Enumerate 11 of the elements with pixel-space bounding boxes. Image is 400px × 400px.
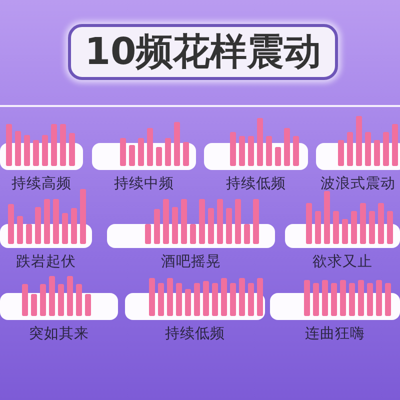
pattern-label: 跌岩起伏 <box>16 253 76 271</box>
pattern-label: 波浪式震动 <box>320 175 396 193</box>
pattern-label: 突如其来 <box>29 325 89 343</box>
pattern-label: 酒吧摇晃 <box>161 253 221 271</box>
pattern-label: 持续高频 <box>12 175 72 193</box>
title: 10频花样震动 <box>68 24 338 80</box>
pattern-label: 连曲狂嗨 <box>305 325 365 343</box>
pattern-label: 欲求又止 <box>312 253 372 271</box>
pattern-label: 持续低频 <box>165 325 225 343</box>
pattern-label: 持续中频 <box>114 175 174 193</box>
pattern-label: 持续低频 <box>226 175 286 193</box>
